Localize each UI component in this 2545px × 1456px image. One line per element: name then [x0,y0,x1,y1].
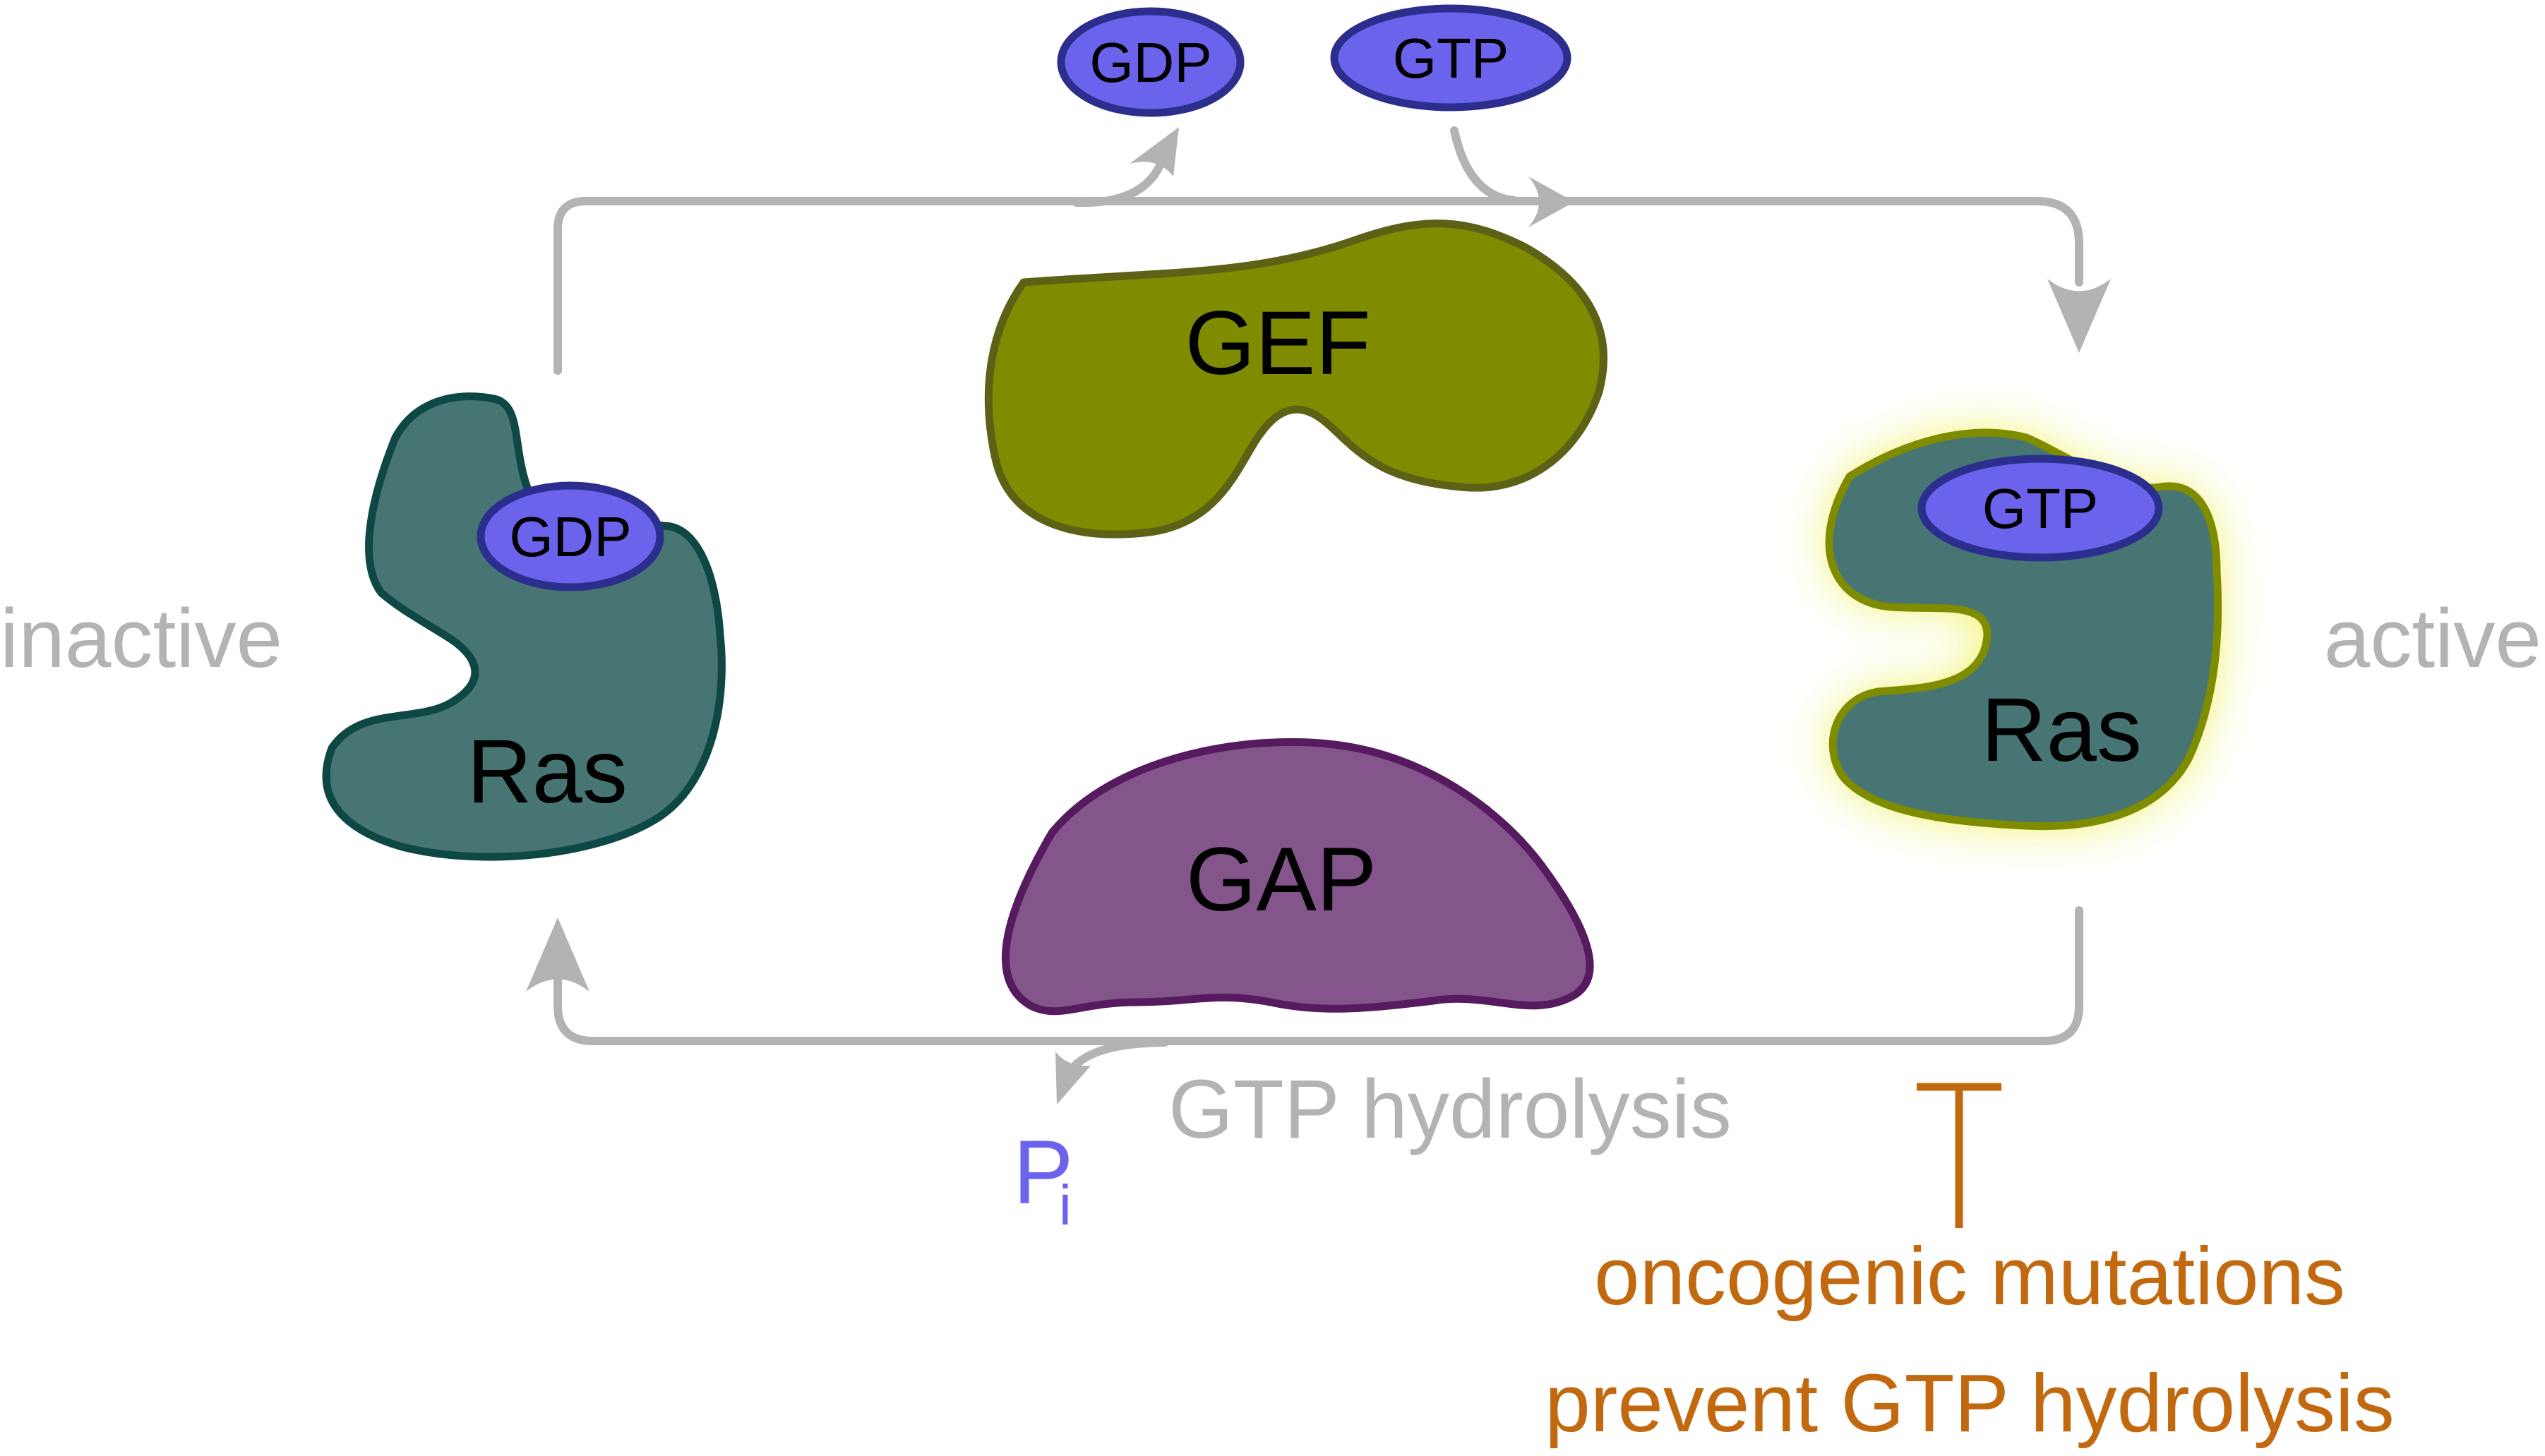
arrowhead-up-inactive [526,917,589,992]
gef-protein [984,219,1607,539]
active-state-label: active [2324,592,2541,685]
phosphate-label: P i [1013,1122,1077,1237]
ras-active-label: Ras [1981,680,2142,781]
cycle-arrows [553,126,2083,1077]
gef-label: GEF [1185,293,1370,394]
ras-inactive-protein [322,392,726,861]
phosphate-main: P [1013,1122,1073,1223]
arrowhead-down-active [2047,279,2111,353]
mutation-line-1: oncogenic mutations [1594,1230,2345,1322]
gtp-bound-nucleotide [1917,455,2163,562]
ras-inactive-label: Ras [467,721,628,822]
gtp-hydrolysis-label: GTP hydrolysis [1168,1063,1732,1156]
phosphate-subscript: i [1059,1174,1072,1237]
arrowhead-gtp-right [1528,176,1574,227]
inhibition-symbol [1917,1083,2001,1228]
top-cycle-path [553,197,2083,375]
gtp-incoming-label: GTP [1393,27,1509,90]
gdp-release-branch [1072,158,1166,207]
gdp-bound-label: GDP [509,505,631,568]
gtp-incoming-nucleotide [1330,4,1571,112]
mutation-line-2: prevent GTP hydrolysis [1545,1357,2394,1449]
bottom-cycle-path [553,906,2083,1045]
arrowhead-gdp-up [1130,127,1179,176]
gap-label: GAP [1186,829,1377,930]
gap-protein [1002,738,1594,1016]
arrowhead-pi-down [1055,1052,1091,1105]
arrowheads [526,127,2111,1105]
gdp-released-label: GDP [1089,31,1211,94]
gtp-uptake-branch [1450,126,1519,205]
gdp-bound-nucleotide [477,481,664,591]
gtp-bound-label: GTP [1982,477,2098,540]
gdp-released-nucleotide [1057,7,1245,117]
inactive-state-label: inactive [0,592,282,685]
